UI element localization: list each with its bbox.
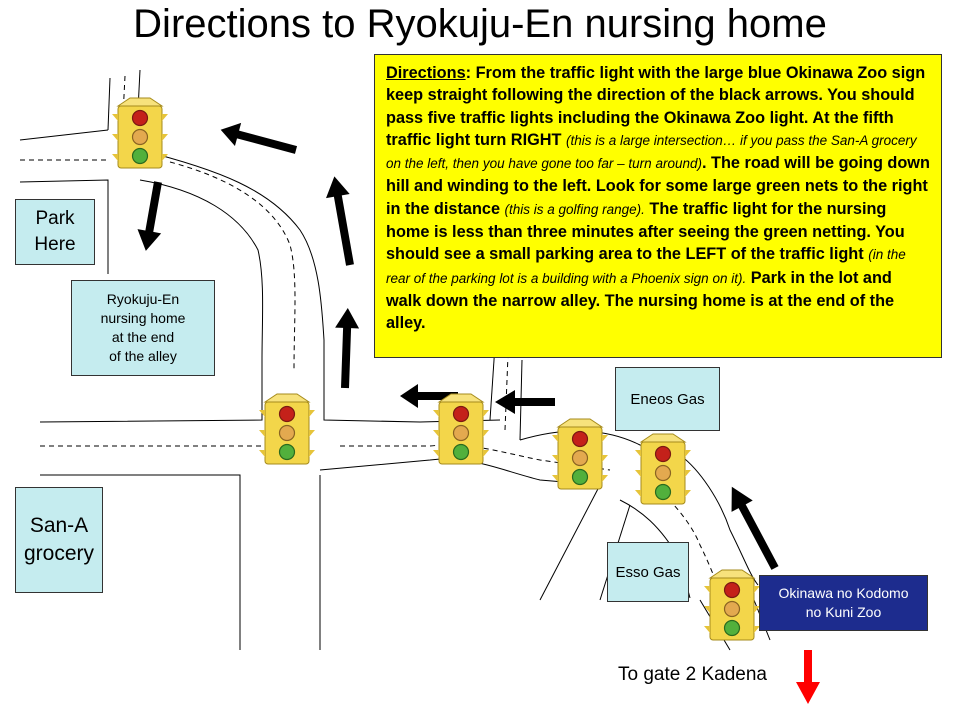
traffic-light-icon — [703, 569, 761, 641]
route-arrow-icon — [137, 181, 162, 251]
gate-label: To gate 2 Kadena — [618, 664, 767, 685]
route-arrows — [137, 122, 779, 570]
route-arrow-icon — [731, 486, 779, 570]
route-arrow-icon — [220, 122, 298, 154]
route-arrow-icon — [495, 390, 555, 414]
route-arrow-icon — [326, 176, 354, 266]
page-title: Directions to Ryokuju-En nursing home — [133, 2, 827, 46]
esso-gas-label: Esso Gas — [607, 542, 689, 602]
san-a-grocery-label: San-A grocery — [15, 487, 103, 593]
gate-arrow-icon — [796, 650, 820, 704]
route-arrow-icon — [400, 384, 458, 408]
route-arrow-icon — [335, 308, 360, 389]
directions-heading: Directions — [386, 64, 466, 82]
traffic-light-icon — [432, 393, 490, 465]
traffic-light-icon — [634, 433, 692, 505]
traffic-light-icon — [111, 97, 169, 169]
traffic-light-icon — [258, 393, 316, 465]
traffic-light-icon — [551, 418, 609, 490]
zoo-sign-label: Okinawa no Kodomo no Kuni Zoo — [759, 575, 928, 631]
nursing-home-label: Ryokuju-En nursing home at the end of th… — [71, 280, 215, 376]
eneos-gas-label: Eneos Gas — [615, 367, 720, 431]
park-here-label: Park Here — [15, 199, 95, 265]
directions-box: Directions: From the traffic light with … — [374, 54, 942, 358]
